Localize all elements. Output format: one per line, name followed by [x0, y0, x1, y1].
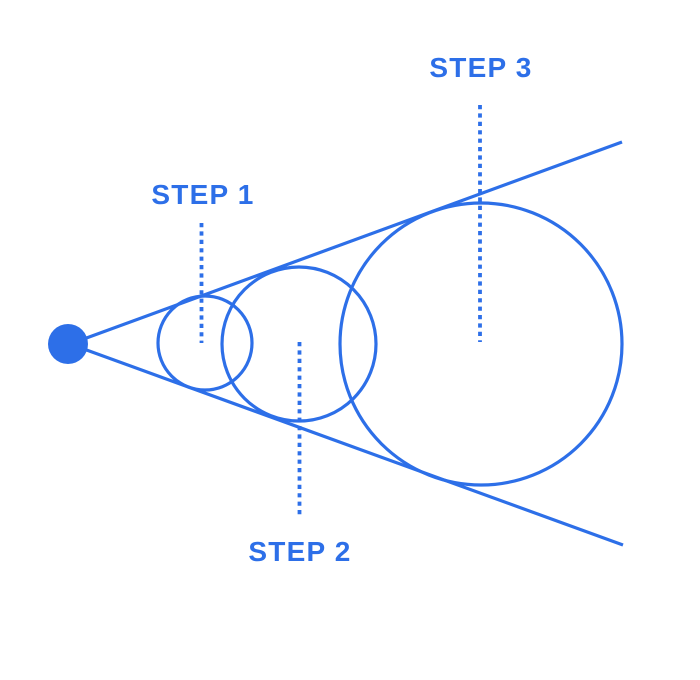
step3-circle	[338, 201, 624, 487]
apex-dot	[48, 324, 88, 364]
tangent-line-top	[69, 140, 623, 346]
step2-label: STEP 2	[248, 536, 352, 567]
tangent-line-bottom	[69, 342, 624, 547]
step1-label: STEP 1	[151, 179, 255, 210]
step3-label: STEP 3	[429, 52, 533, 83]
step1-circle	[156, 294, 254, 392]
